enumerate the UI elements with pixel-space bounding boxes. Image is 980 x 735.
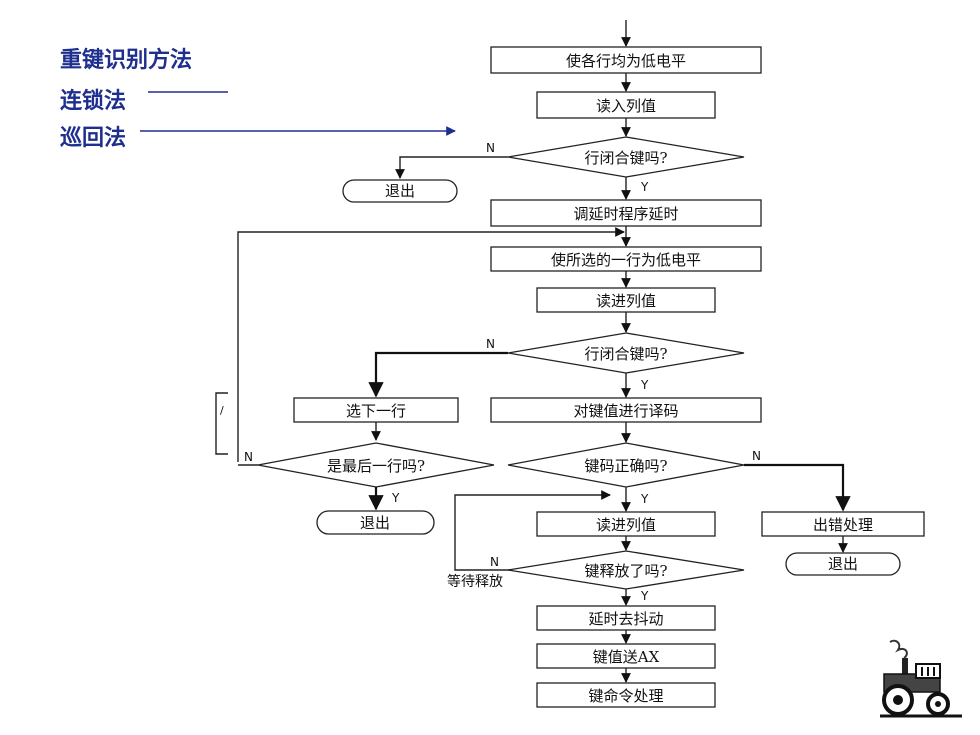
title-interlock: 连锁法	[60, 89, 127, 114]
exit-2-text: 退出	[360, 514, 390, 532]
title-rekey-methods: 重键识别方法	[60, 48, 193, 73]
node-key-command-text: 键命令处理	[588, 687, 663, 705]
exit-3-text: 退出	[828, 555, 858, 573]
node-read-col-3	[536, 511, 716, 537]
node-next-row	[293, 397, 459, 423]
d1-n-label: N	[486, 141, 495, 155]
d4-y-label: Y	[640, 492, 649, 506]
decision-key-closed-2-text: 行闭合键吗?	[584, 345, 667, 363]
decision-code-correct-text: 键码正确吗?	[584, 457, 667, 475]
node-read-col-text: 读入列值	[596, 97, 656, 115]
node-all-rows-low-text: 使各行均为低电平	[566, 52, 686, 70]
d1-y-label: Y	[640, 180, 649, 194]
node-decode-text: 对键值进行译码	[573, 402, 678, 420]
exit-1	[342, 179, 458, 203]
exit-1-text: 退出	[385, 182, 415, 200]
d5-n-label: N	[490, 555, 499, 569]
d2-n-label: N	[486, 337, 495, 351]
node-read-col-3-text: 读进列值	[596, 516, 656, 534]
node-debounce	[536, 605, 716, 631]
node-key-command	[536, 682, 716, 708]
exit-3	[785, 552, 901, 576]
decision-key-released-text: 键释放了吗?	[584, 562, 667, 580]
svg-text:/: /	[220, 404, 224, 417]
decision-last-row-text: 是最后一行吗?	[327, 457, 425, 475]
node-error	[761, 511, 925, 537]
node-key-to-ax-text: 键值送AX	[593, 648, 660, 666]
node-decode	[490, 397, 762, 423]
node-all-rows-low	[490, 46, 762, 74]
wait-release-label: 等待释放	[447, 573, 503, 590]
d3-y-label: Y	[391, 491, 400, 505]
d4-n-label: N	[752, 449, 761, 463]
node-debounce-text: 延时去抖动	[588, 610, 663, 628]
d2-y-label: Y	[640, 378, 649, 392]
exit-2	[316, 510, 435, 535]
node-delay-text: 调延时程序延时	[573, 205, 678, 223]
node-selected-row-low-text: 使所选的一行为低电平	[551, 251, 701, 269]
node-error-text: 出错处理	[813, 516, 873, 534]
d3-n-label: N	[244, 450, 253, 464]
tractor-icon	[880, 639, 962, 718]
node-read-col-2	[536, 287, 716, 313]
decision-key-closed-1-text: 行闭合键吗?	[584, 149, 667, 167]
node-read-col-2-text: 读进列值	[596, 292, 656, 310]
title-polling: 巡回法	[60, 126, 127, 151]
node-next-row-text: 选下一行	[346, 402, 406, 420]
d5-y-label: Y	[640, 589, 649, 603]
